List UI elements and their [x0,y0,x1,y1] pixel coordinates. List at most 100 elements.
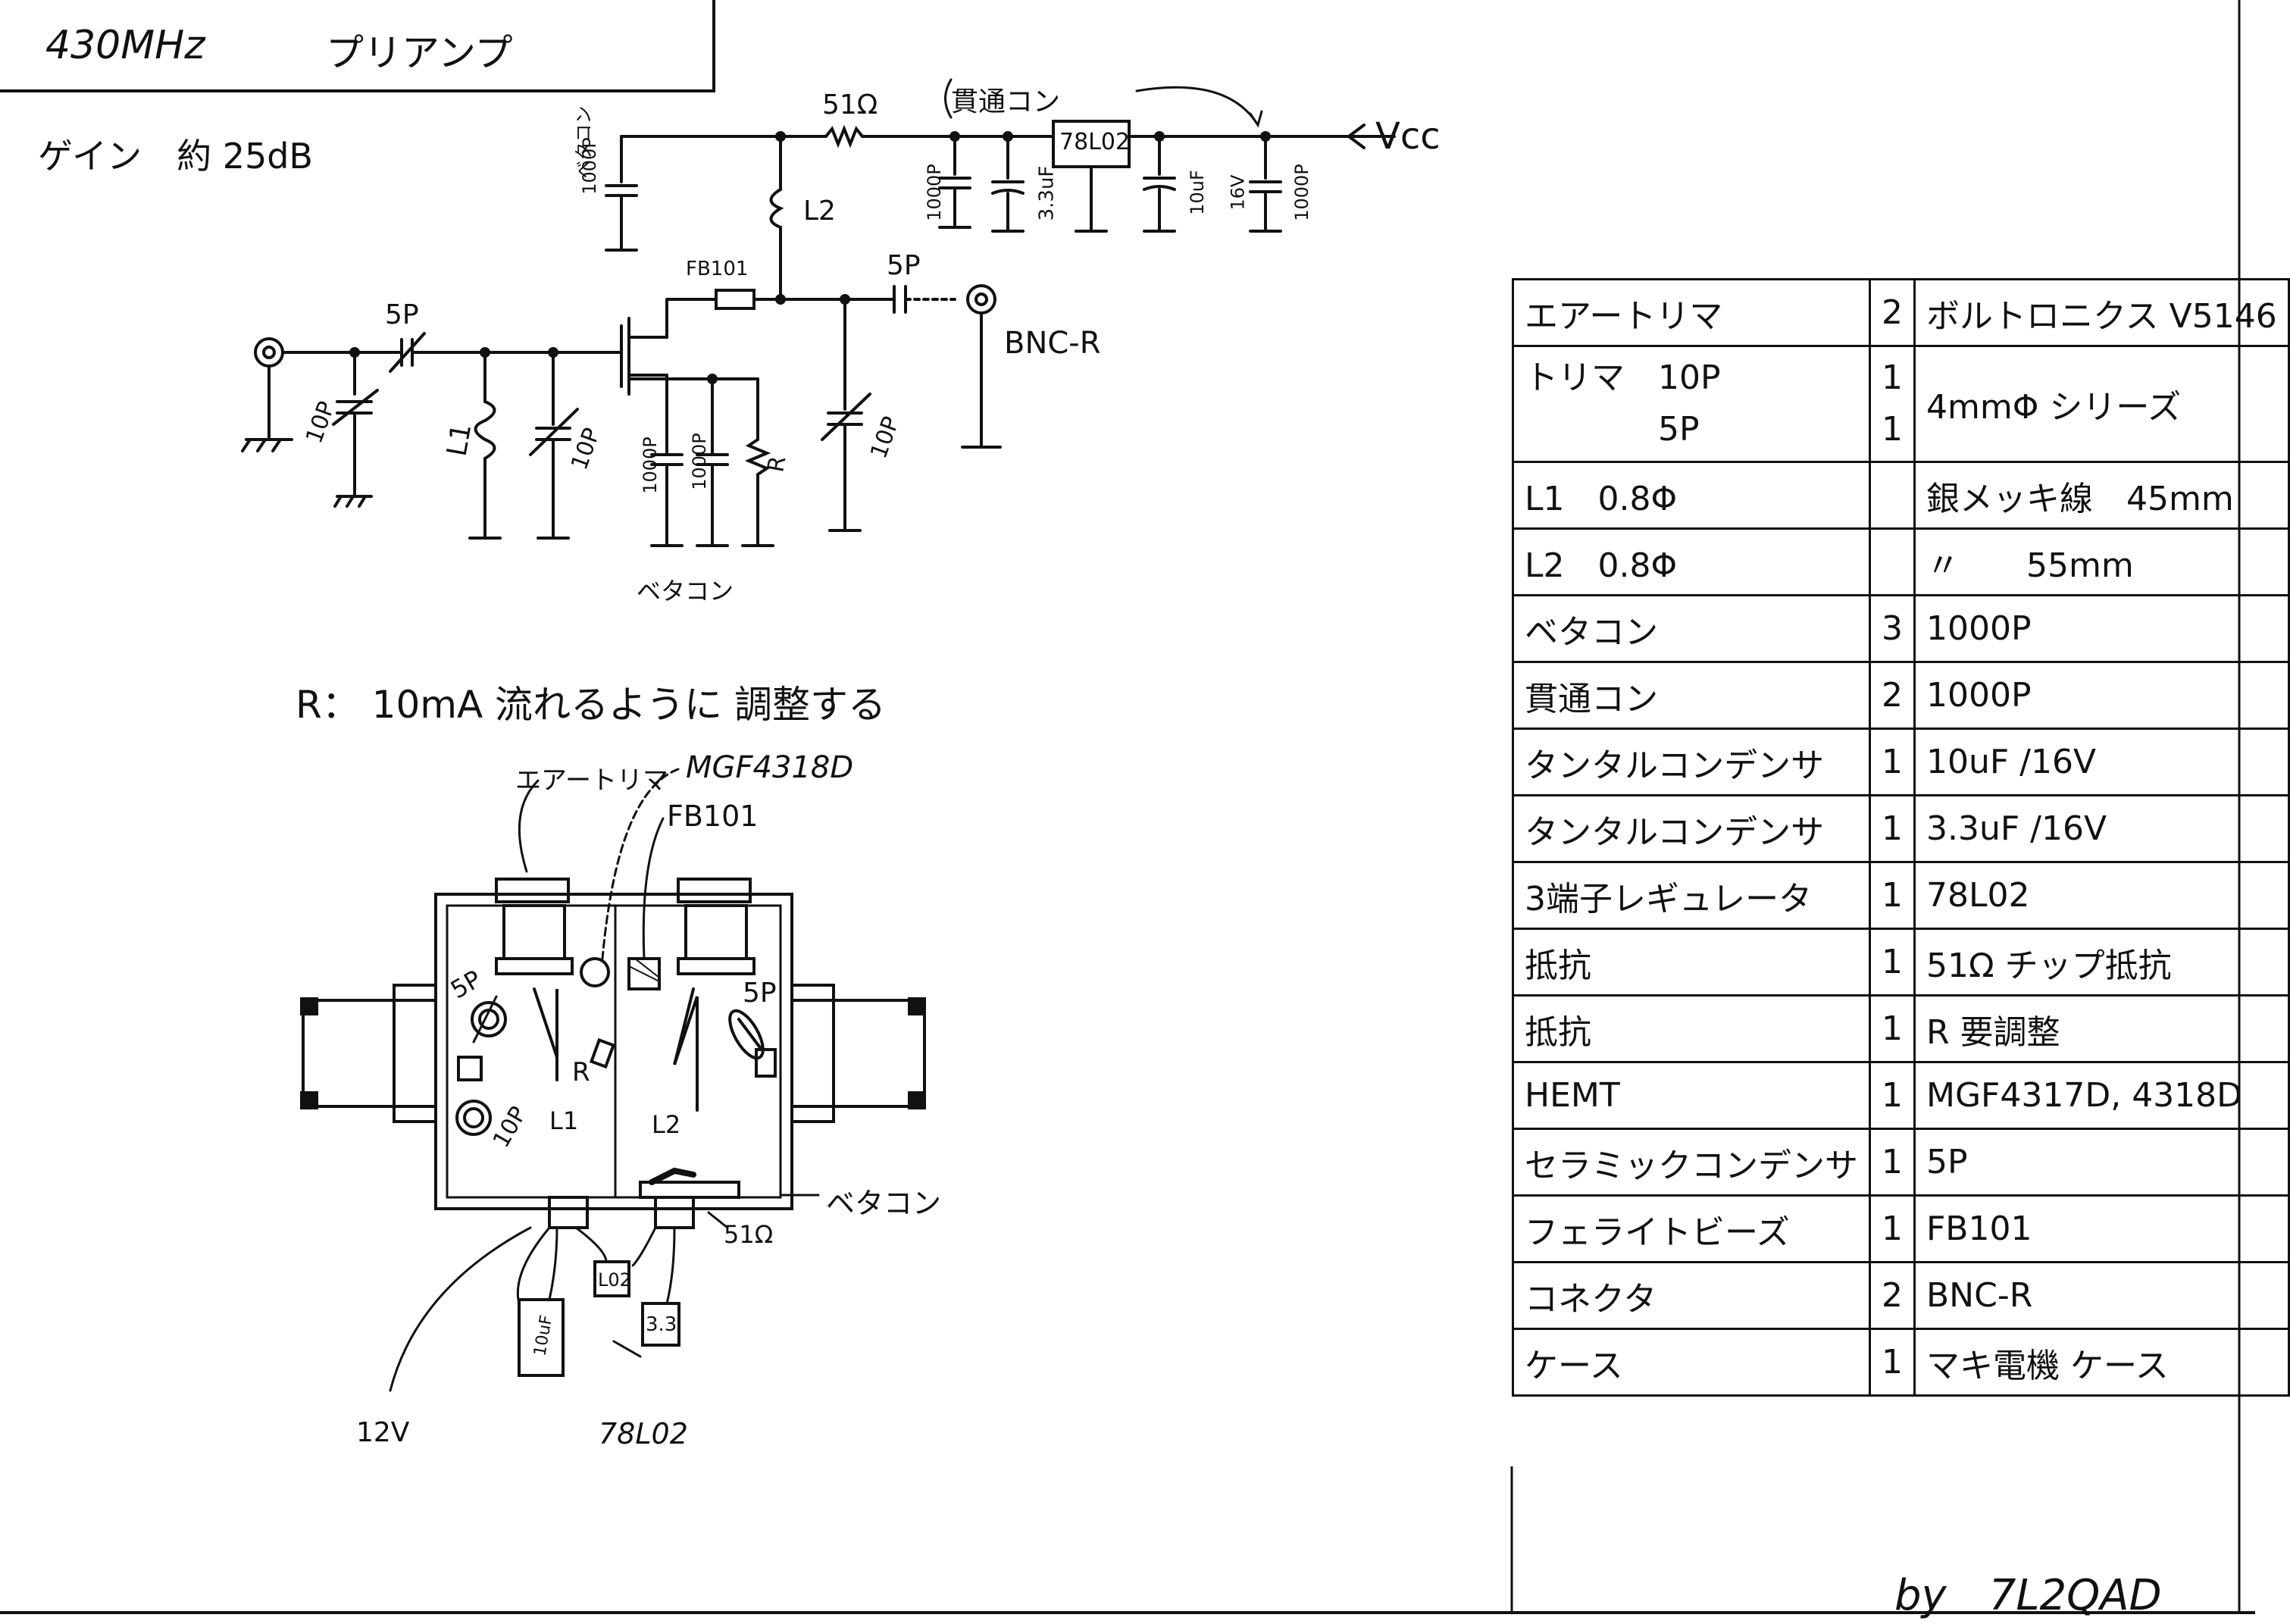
hemt-transistor-icon [620,298,718,396]
part-spec-cell: 〃 55mm [1913,527,2290,596]
part-name-cell: ベタコン [1512,594,1871,663]
part-name-cell: タンタルコンデンサ [1512,728,1871,796]
part-spec-cell: 5P [1913,1128,2290,1197]
regulator-label: 78L02 [1059,129,1131,155]
resistor-51-icon [824,124,864,149]
c5p-out-label: 5P [887,250,921,281]
part-name-cell: セラミックコンデンサ [1512,1128,1871,1197]
layout-l02-label: L02 [598,1269,631,1291]
part-qty-cell: 2 [1869,1261,1916,1330]
part-qty-cell [1869,527,1916,596]
layout-r-label: R [572,1057,590,1087]
part-qty-cell: 1 1 [1869,345,1916,463]
parts-row: L2 0.8Φ 〃 55mm [1512,527,2290,596]
title-box [0,0,715,92]
part-spec-cell: ボルトロニクス V5146 [1913,278,2290,347]
c5p-in-label: 5P [385,299,419,330]
part-name-cell: HEMT [1512,1061,1871,1130]
part-qty-cell: 1 [1869,1328,1916,1397]
output-bnc-icon [961,284,1002,449]
part-spec-cell: 4mmΦ シリーズ [1913,345,2290,463]
input-trimmer-5p-icon [385,332,623,373]
part-qty-cell [1869,461,1916,530]
layout-12v-label: 12V [356,1417,410,1448]
author-credit: by 7L2QAD [1894,1571,2162,1620]
part-qty-cell: 3 [1869,594,1916,663]
part-spec-cell: 10uF /16V [1913,728,2290,796]
part-spec-cell: 78L02 [1913,861,2290,930]
layout-c33-label: 3.3 [646,1313,677,1336]
layout-air-trimmer-label: エアートリマ [515,765,668,796]
part-spec-cell: 3.3uF /16V [1913,794,2290,863]
part-qty-cell: 1 [1869,928,1916,997]
part-qty-cell: 1 [1869,994,1916,1063]
layout-l2-label: L2 [652,1110,681,1139]
gain-note: ゲイン 約 25dB [38,136,313,177]
part-qty-cell: 1 [1869,794,1916,863]
feedthrough-label: 貫通コン [951,86,1061,117]
part-spec-cell: マキ電機 ケース [1913,1328,2290,1397]
part-qty-cell: 1 [1869,1128,1916,1197]
part-name-cell: トリマ 10P 5P [1512,345,1871,463]
adjust-note: R： 10mA 流れるように 調整する [296,683,886,727]
fb101-label: FB101 [686,258,749,280]
part-name-cell: ケース [1512,1328,1871,1397]
part-qty-cell: 1 [1869,1194,1916,1263]
title-frequency: 430MHz [45,23,205,68]
beta-con-bottom-label: ベタコン [637,577,734,605]
layout-r51-label: 51Ω [724,1220,774,1249]
layout-reg-label: 78L02 [599,1417,688,1450]
vcc-label: Vcc [1375,115,1441,158]
part-name-cell: フェライトビーズ [1512,1194,1871,1263]
r51-label: 51Ω [822,89,878,120]
part-spec-cell: MGF4317D, 4318D [1913,1061,2290,1130]
part-name-cell: 貫通コン [1512,661,1871,730]
part-name-cell: タンタルコンデンサ [1512,794,1871,863]
bnc-label: BNC-R [1004,326,1101,361]
layout-beta-con-label: ベタコン [826,1187,942,1220]
part-name-cell: 抵抗 [1512,994,1871,1063]
part-spec-cell: 1000P [1913,594,2290,663]
layout-fb101-label: FB101 [667,799,759,833]
part-qty-cell: 2 [1869,661,1916,730]
part-qty-cell: 1 [1869,1061,1916,1130]
part-spec-cell: R 要調整 [1913,994,2290,1063]
part-qty-cell: 1 [1869,728,1916,796]
part-name-cell: L2 0.8Φ [1512,527,1871,596]
part-qty-cell: 2 [1869,278,1916,347]
part-name-cell: コネクタ [1512,1261,1871,1330]
part-qty-cell: 1 [1869,861,1916,930]
part-spec-cell: FB101 [1913,1194,2290,1263]
part-spec-cell: 1000P [1913,661,2290,730]
l2-label: L2 [803,196,836,227]
part-name-cell: 3端子レギュレータ [1512,861,1871,930]
part-spec-cell: BNC-R [1913,1261,2290,1330]
vcc-arrow-icon [1347,124,1366,149]
part-name-cell: 抵抗 [1512,928,1871,997]
layout-c5p-right-label: 5P [743,978,777,1009]
part-name-cell: L1 0.8Φ [1512,461,1871,530]
part-spec-cell: 51Ω チップ抵抗 [1913,928,2290,997]
layout-l1-label: L1 [549,1106,579,1135]
layout-mgf-label: MGF4318D [686,750,854,785]
part-name-cell: エアートリマ [1512,278,1871,347]
